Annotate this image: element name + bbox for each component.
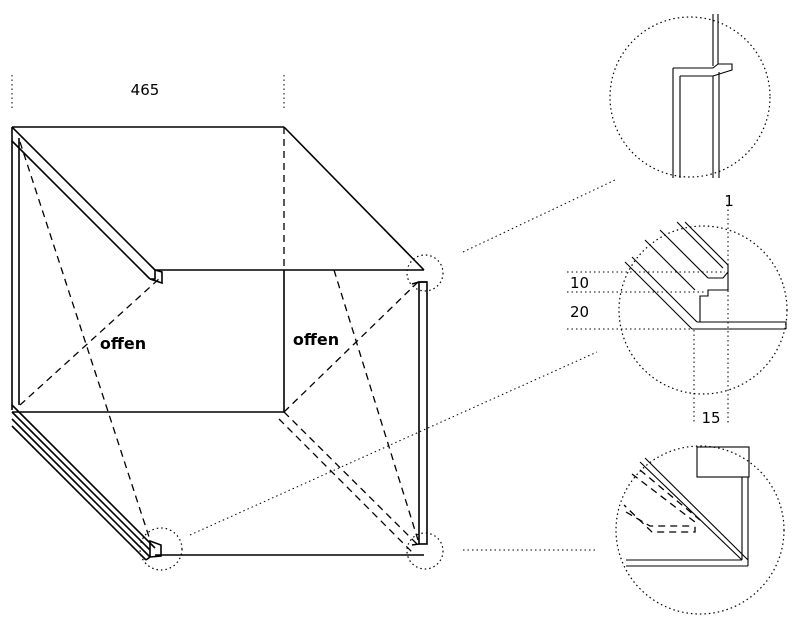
dim-width-label: 465: [131, 81, 160, 99]
corner-circle-top-right: [406, 254, 444, 292]
leader-top-detail: [462, 179, 616, 253]
detail-circle-top: [609, 16, 771, 178]
d2-step: [697, 270, 729, 323]
d2-diag-2: [676, 221, 724, 269]
post-right: [418, 281, 428, 545]
post-right-cap: [411, 281, 427, 285]
d3-post: [696, 446, 750, 478]
hidden-lines: [19, 127, 419, 553]
detail-circle-middle: [618, 225, 788, 395]
corner-circle-bottom-left: [139, 527, 183, 571]
corner-markers: [139, 254, 444, 571]
rail-top-left-a: [11, 126, 156, 271]
diag-left-1: [19, 141, 151, 541]
dim-10-label: 10: [570, 274, 589, 292]
cube-frame: [11, 75, 428, 561]
d1-profile-top: [673, 63, 733, 77]
rail-bottom-left-d: [11, 425, 147, 561]
label-open-front: offen: [293, 330, 339, 349]
dim-20-label: 20: [570, 303, 589, 321]
d2-diag-3: [684, 221, 729, 266]
d2-diag-5: [624, 261, 693, 330]
d2-diag-6: [631, 256, 698, 323]
d3-diag-1: [639, 461, 743, 561]
hidden-bottom-right-a: [283, 411, 419, 546]
hidden-bottom-right-b: [278, 418, 413, 553]
detail-view-top: [609, 14, 771, 178]
label-open-left: offen: [100, 334, 146, 353]
d3-hidden-b: [639, 469, 701, 521]
d3-hidden-a: [623, 473, 696, 533]
corner-circle-bottom-right: [406, 532, 444, 570]
dim-1-label: 1: [724, 192, 734, 210]
detail-view-middle: [567, 205, 788, 424]
d2-diag-4: [644, 239, 696, 291]
rail-top-left-b: [11, 140, 151, 280]
rail-bottom-left-end: [145, 539, 162, 561]
dim-15-label: 15: [701, 409, 720, 427]
edge-top-right: [283, 126, 425, 271]
d2-diag-1: [659, 229, 709, 279]
diag-left-2: [19, 277, 161, 406]
detail-view-bottom: [615, 445, 785, 615]
rail-bottom-left-b: [11, 411, 151, 551]
d3-hidden-c: [625, 511, 690, 527]
leader-middle-detail: [189, 351, 598, 536]
diag-front-2: [333, 269, 419, 541]
rail-bottom-left-a: [11, 404, 156, 549]
post-right-foot: [411, 543, 420, 546]
d3-diag-2: [644, 457, 749, 561]
leader-lines: [189, 179, 616, 551]
rail-bottom-left-c: [11, 418, 151, 558]
rail-top-left-end: [149, 268, 163, 285]
detail-circle-bottom: [615, 445, 785, 615]
d2-plate-b: [700, 321, 787, 329]
